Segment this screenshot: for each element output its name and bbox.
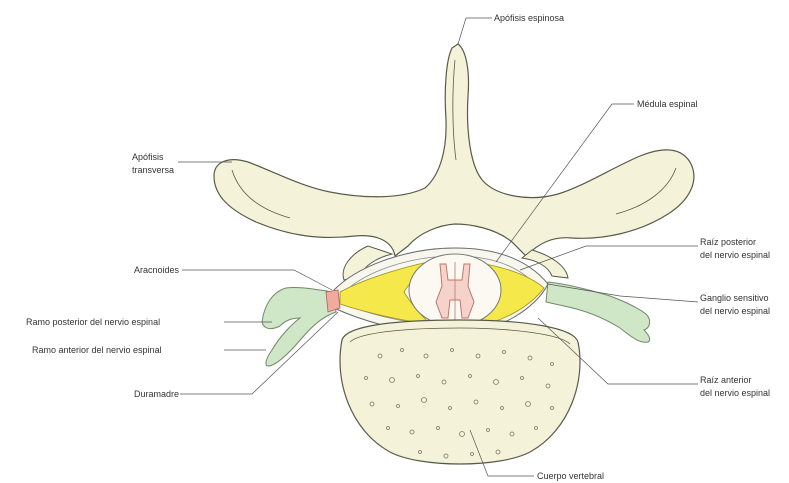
- label-anterior-root-1: Raíz anterior: [700, 374, 752, 386]
- label-posterior-root-1: Raíz posterior: [700, 236, 756, 248]
- leader-spinous: [458, 18, 492, 44]
- arachnoid-patch: [326, 290, 340, 312]
- label-arachnoid: Aracnoides: [134, 264, 179, 276]
- label-posterior-ramus: Ramo posterior del nervio espinal: [26, 316, 160, 328]
- label-anterior-root-2: del nervio espinal: [700, 387, 770, 399]
- label-spinal-cord: Médula espinal: [637, 98, 698, 110]
- label-spinous-process: Apófisis espinosa: [494, 12, 564, 24]
- label-transverse-process-1: Apófisis: [132, 151, 164, 163]
- label-dura-mater: Duramadre: [134, 388, 179, 400]
- label-vertebral-body: Cuerpo vertebral: [537, 470, 604, 482]
- label-sensory-ganglion-1: Ganglio sensitivo: [700, 292, 769, 304]
- label-anterior-ramus: Ramo anterior del nervio espinal: [32, 344, 162, 356]
- leader-arachnoid: [182, 270, 332, 290]
- left-spinal-nerve: [262, 287, 336, 366]
- label-posterior-root-2: del nervio espinal: [700, 249, 770, 261]
- vertebral-body: [340, 320, 580, 464]
- label-sensory-ganglion-2: del nervio espinal: [700, 305, 770, 317]
- label-transverse-process-2: transversa: [132, 164, 174, 176]
